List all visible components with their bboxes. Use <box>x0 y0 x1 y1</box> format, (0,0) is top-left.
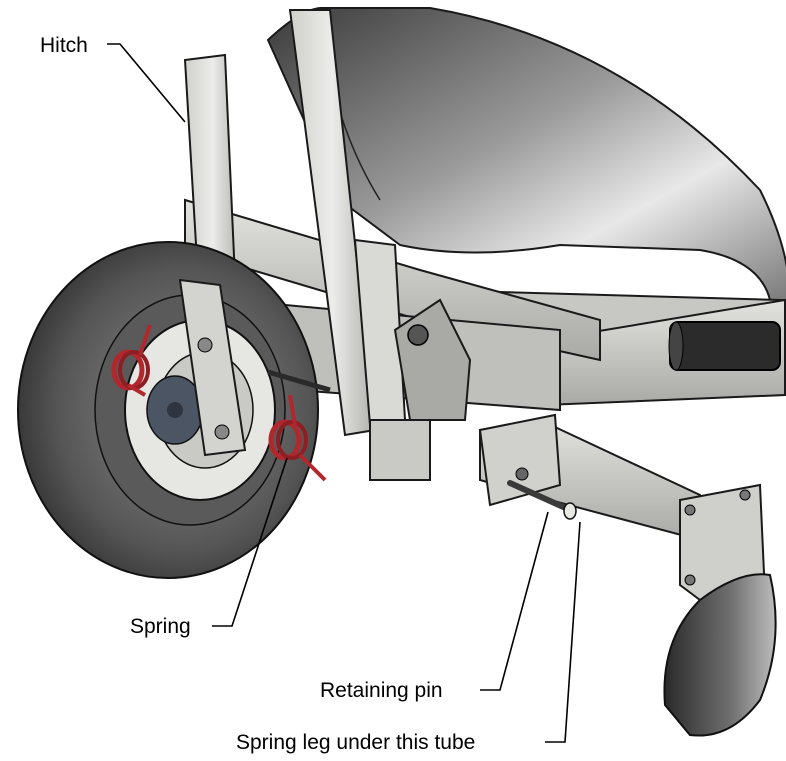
hitch-post-center <box>288 9 431 481</box>
spring-axle-rod <box>267 369 331 393</box>
spring-label: Spring <box>130 615 191 638</box>
spring-leg-label: Spring leg under this tube <box>236 731 475 754</box>
spring-lower <box>268 394 327 482</box>
tool-tube <box>669 321 781 371</box>
retaining-pin-label: Retaining pin <box>320 679 443 702</box>
spring-upper <box>111 324 152 397</box>
front-wheel <box>17 241 319 579</box>
hitch-label: Hitch <box>40 34 88 57</box>
retaining-pin <box>507 480 577 520</box>
rear-disc <box>663 573 777 737</box>
hitch-leader <box>107 43 186 123</box>
spring-leader <box>212 457 288 627</box>
drawbar-tube <box>478 413 701 542</box>
pivot-bracket <box>393 298 472 421</box>
wheel-fork <box>178 278 247 457</box>
spring-leg-leader <box>545 521 581 743</box>
retaining-pin-leader <box>480 511 549 691</box>
